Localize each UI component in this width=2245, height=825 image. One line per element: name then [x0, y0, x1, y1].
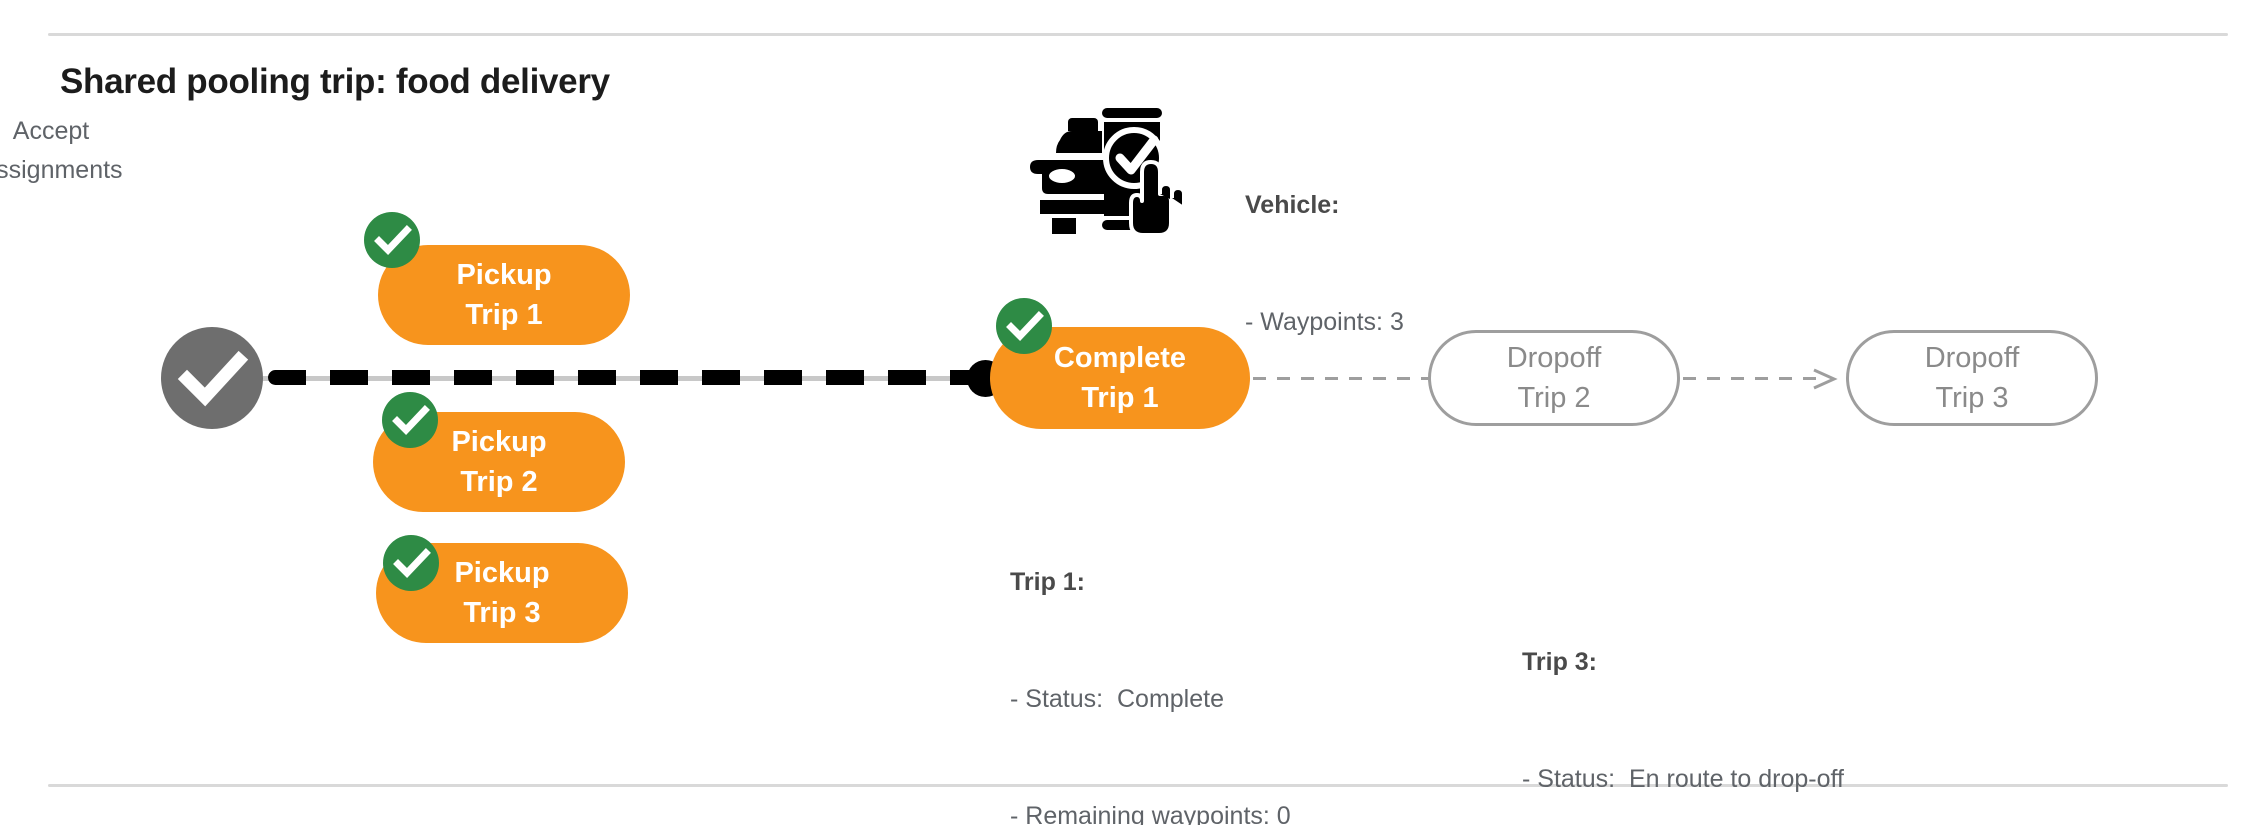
pickup-trip-1-node[interactable]: Pickup Trip 1	[378, 245, 630, 345]
dropoff-trip-2-node[interactable]: Dropoff Trip 2	[1428, 330, 1680, 426]
trip-1-remaining-waypoints: - Remaining waypoints: 0	[1010, 802, 1291, 825]
top-divider	[48, 33, 2228, 36]
complete-trip-1-trip: Trip 1	[1081, 382, 1159, 414]
accept-check-icon	[161, 327, 263, 429]
complete-trip-1-type: Complete	[1053, 342, 1187, 374]
dropoff-trip-2-trip: Trip 2	[1517, 382, 1591, 414]
dropoff-trip-3-node[interactable]: Dropoff Trip 3	[1846, 330, 2098, 426]
trip-3-heading: Trip 3:	[1522, 648, 1598, 676]
accept-label-line-2: Assignments	[0, 156, 123, 184]
trip-3-annotation: Trip 3: - Status: En route to drop-off -…	[1522, 565, 1844, 825]
vehicle-heading: Vehicle:	[1245, 191, 1340, 219]
complete-trip-1-check-icon	[996, 298, 1052, 354]
car-phone-tap-icon	[1030, 82, 1190, 242]
pickup-trip-1-type: Pickup	[456, 259, 552, 291]
pickup-trip-1-trip: Trip 1	[465, 299, 543, 331]
accept-assignments-label: Accept Assignments	[0, 112, 174, 190]
page-title: Shared pooling trip: food delivery	[60, 62, 610, 101]
trip-1-status: - Status: Complete	[1010, 685, 1224, 713]
dropoff-trip-3-trip: Trip 3	[1935, 382, 2009, 414]
pickup-trip-2-check-icon	[382, 392, 438, 448]
pickup-trip-3-trip: Trip 3	[463, 597, 541, 629]
connector-accept-to-complete	[268, 370, 990, 385]
connector-complete-to-dropoff-2	[1253, 377, 1428, 380]
accept-assignments-node[interactable]	[161, 327, 263, 429]
vehicle-waypoints: - Waypoints: 3	[1245, 308, 1404, 336]
pickup-trip-1-check-icon	[364, 212, 420, 268]
trip-1-heading: Trip 1:	[1010, 568, 1086, 596]
pickup-trip-3-check-icon	[383, 535, 439, 591]
trip-1-2-annotation: Trip 1: - Status: Complete - Remaining w…	[1010, 485, 1332, 825]
accept-label-line-1: Accept	[12, 117, 90, 145]
bottom-divider	[48, 784, 2228, 787]
connector-arrowhead-icon	[1812, 364, 1842, 394]
pickup-trip-2-type: Pickup	[451, 426, 547, 458]
dropoff-trip-3-type: Dropoff	[1924, 342, 2020, 374]
trip-3-status: - Status: En route to drop-off	[1522, 765, 1844, 793]
connector-dropoff-2-to-dropoff-3	[1683, 377, 1823, 380]
dropoff-trip-2-type: Dropoff	[1506, 342, 1602, 374]
pickup-trip-2-trip: Trip 2	[460, 466, 538, 498]
vehicle-annotation: Vehicle: - Waypoints: 3	[1245, 108, 1404, 420]
pickup-trip-3-type: Pickup	[454, 557, 550, 589]
